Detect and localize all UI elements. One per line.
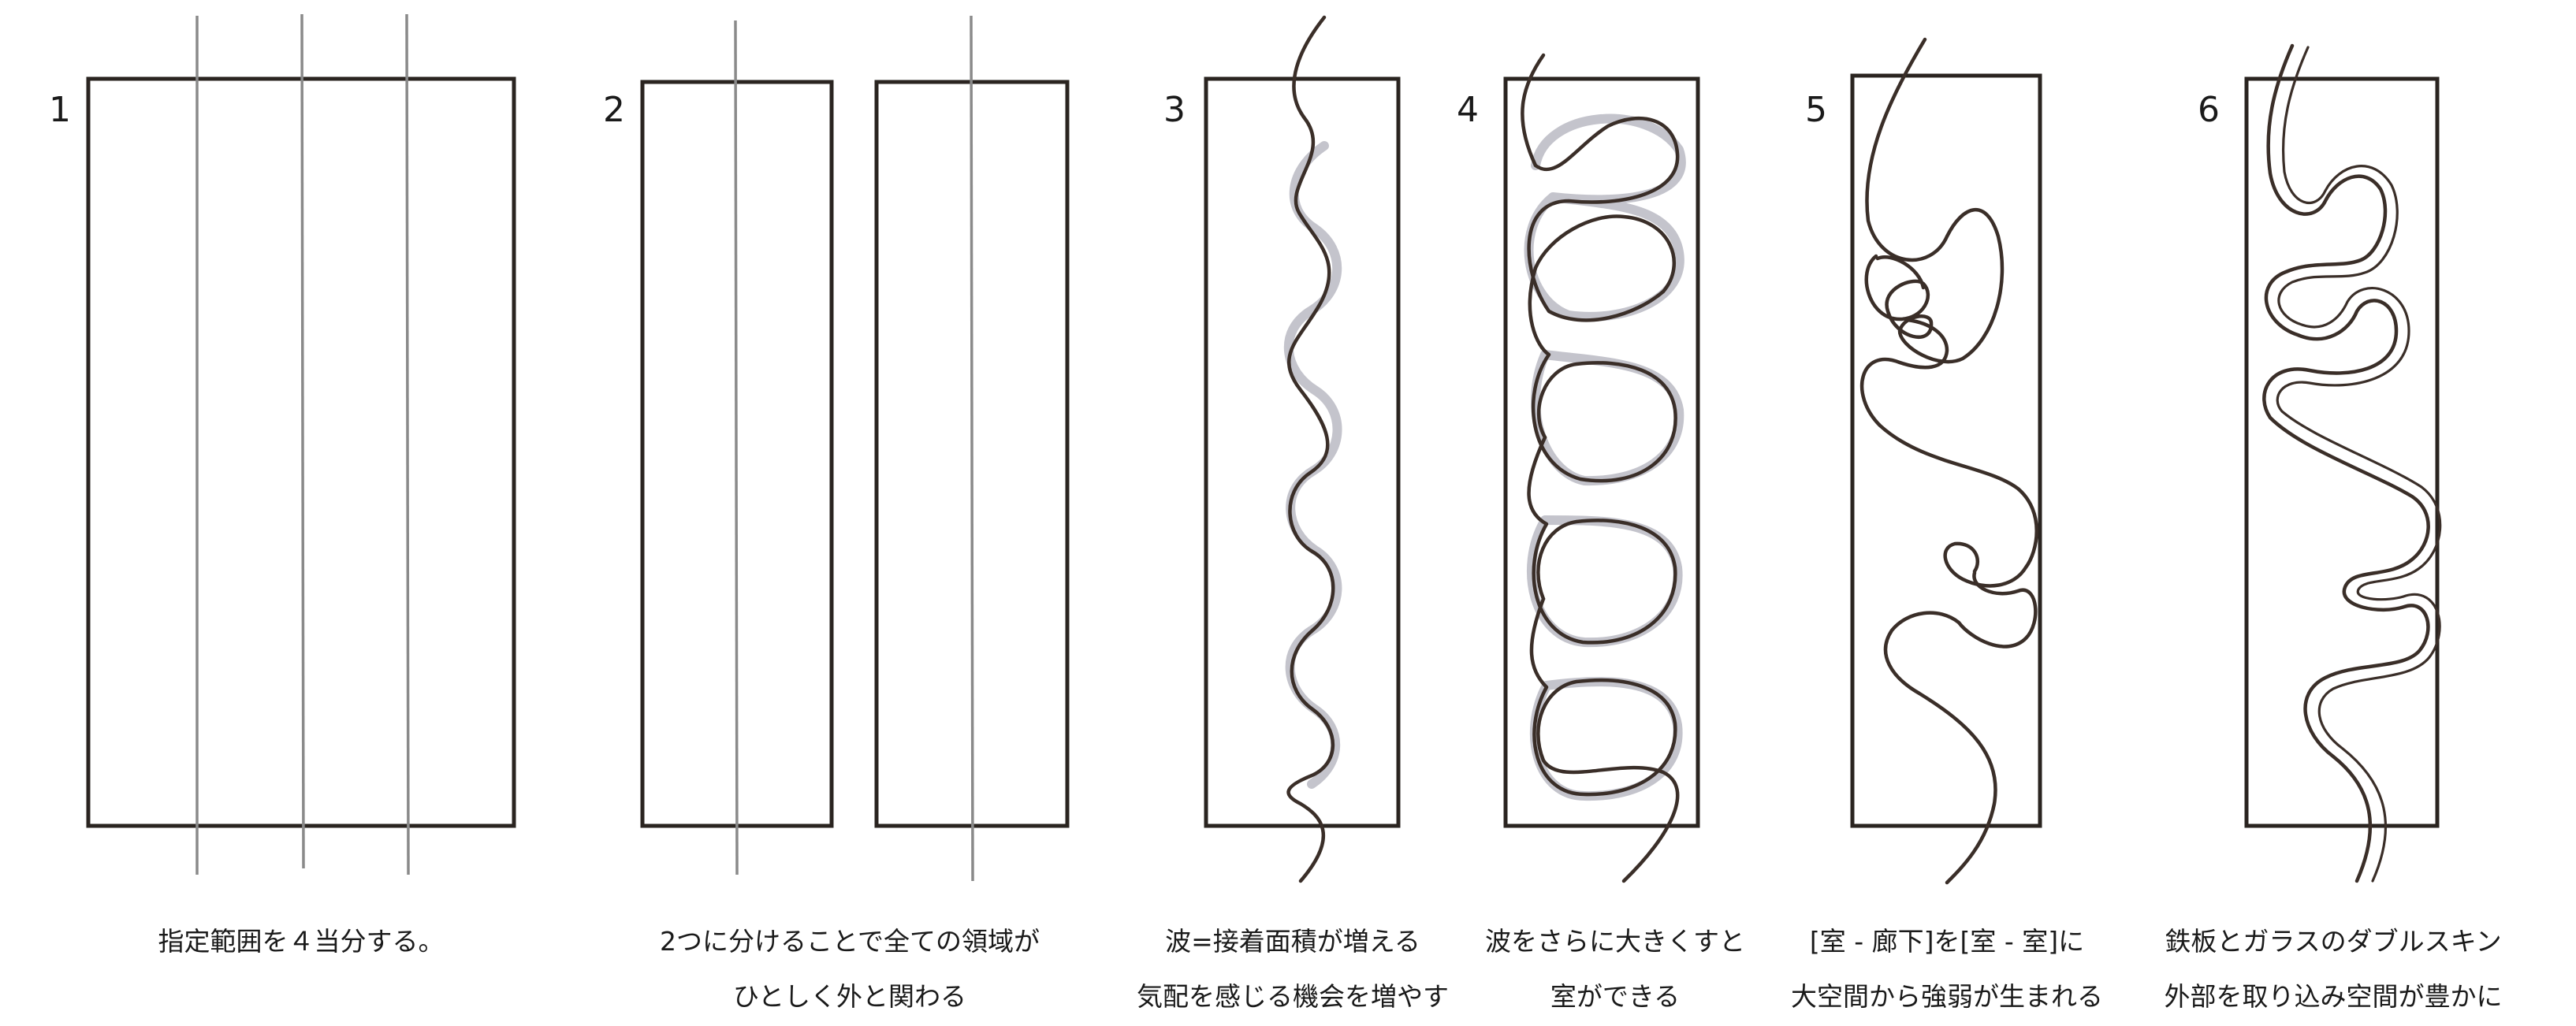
wave-boundary <box>1883 571 2038 885</box>
wave-boundary <box>1528 266 1677 483</box>
caption-5: [室 - 廊下]を[室 - 室]に 大空間から強弱が生まれる <box>1742 914 2152 1024</box>
division-line <box>405 13 410 875</box>
caption-1: 指定範囲を４当分する。 <box>96 914 506 969</box>
division-line <box>970 15 974 882</box>
wave-boundary <box>1529 597 1680 883</box>
wave-boundary <box>1527 435 1677 645</box>
panel-5: 5 <box>1805 37 2042 885</box>
panel-4: 4 <box>1457 53 1700 883</box>
site-boundary-3 <box>1204 76 1401 828</box>
caption-6-line-2: 外部を取り込み空間が豊かに <box>2164 981 2503 1012</box>
caption-3-line-2: 気配を感じる機会を増やす <box>1137 981 1449 1012</box>
division-line <box>734 20 739 875</box>
wave-boundary <box>1286 15 1335 883</box>
site-boundary-4 <box>1503 76 1700 828</box>
panel-2: 2 <box>603 15 1070 882</box>
step-number-6: 6 <box>2198 90 2220 130</box>
caption-3: 波=接着面積が増える 気配を感じる機会を増やす <box>1088 914 1498 1024</box>
step-number-3: 3 <box>1163 90 1186 130</box>
caption-6: 鉄板とガラスのダブルスキン 外部を取り込み空間が豊かに <box>2128 914 2538 1024</box>
caption-2: 2つに分けることで全ての領域が ひとしく外と関わる <box>645 914 1055 1024</box>
wave-boundary <box>1860 318 2038 588</box>
caption-4-line-1: 波をさらに大きくすと <box>1485 926 1745 957</box>
caption-5-line-2: 大空間から強弱が生まれる <box>1791 981 2103 1012</box>
step-number-2: 2 <box>603 90 625 130</box>
panel-6: 6 <box>2198 43 2442 883</box>
step-number-5: 5 <box>1805 90 1827 130</box>
wave-boundary <box>1521 53 1680 322</box>
double-skin-outer <box>2262 43 2430 883</box>
caption-4-line-2: 室ができる <box>1550 981 1681 1012</box>
caption-2-line-1: 2つに分けることで全ての領域が <box>659 926 1040 957</box>
step-number-1: 1 <box>49 90 71 130</box>
caption-2-line-2: ひとしく外と関わる <box>732 981 966 1012</box>
wave-boundary <box>1875 255 1926 290</box>
double-skin-inner <box>2276 46 2442 883</box>
caption-3-line-1: 波=接着面積が増える <box>1165 926 1420 957</box>
site-boundary-5 <box>1850 73 2042 828</box>
panel-1: 1 <box>49 13 516 875</box>
caption-5-line-1: [室 - 廊下]を[室 - 室]に <box>1809 926 2085 957</box>
caption-6-line-1: 鉄板とガラスのダブルスキン <box>2165 926 2502 957</box>
site-boundary-6 <box>2244 76 2440 828</box>
panel-3: 3 <box>1163 15 1401 883</box>
caption-4: 波をさらに大きくすと 室ができる <box>1410 914 1820 1024</box>
division-line <box>300 13 305 869</box>
room-shadow <box>1526 350 1684 801</box>
step-number-4: 4 <box>1457 90 1479 130</box>
wave-boundary <box>1864 37 2005 364</box>
caption-1-line-1: 指定範囲を４当分する。 <box>158 926 445 957</box>
